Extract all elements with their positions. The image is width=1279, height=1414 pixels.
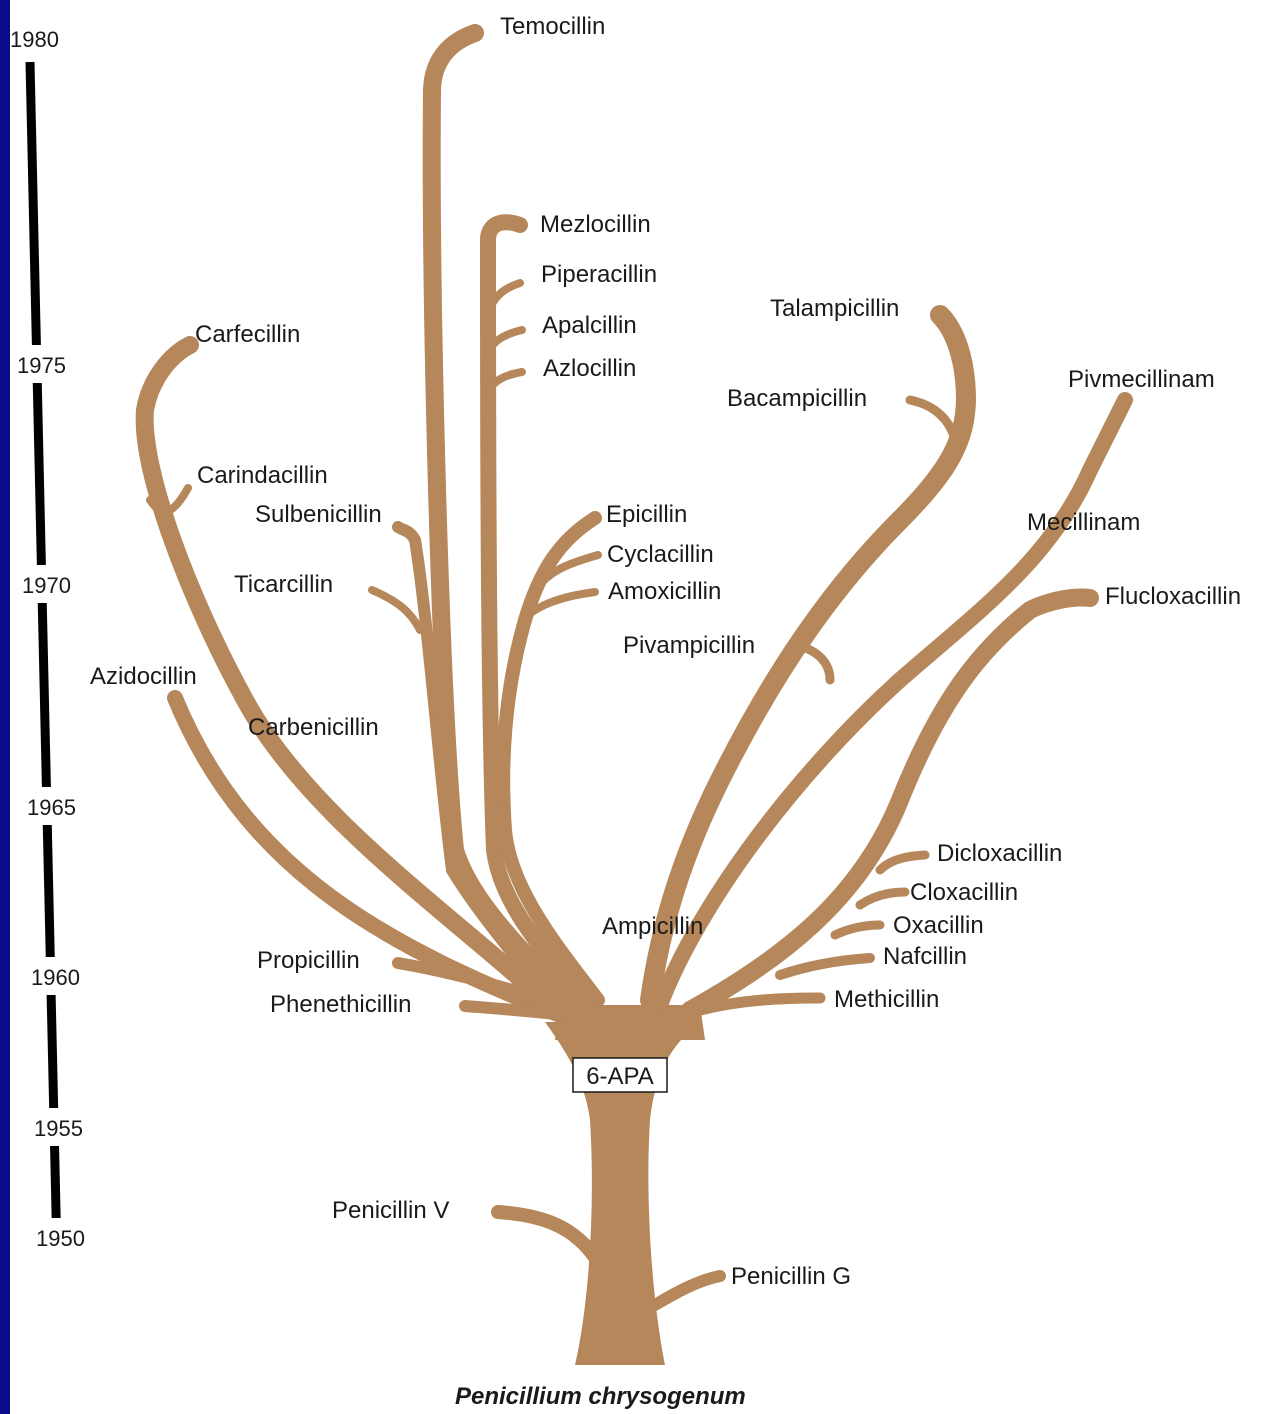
label-azidocillin: Azidocillin [90, 663, 197, 690]
branch-bacampicillin [910, 400, 955, 440]
label-epicillin: Epicillin [606, 501, 687, 528]
root-label: Penicillium chrysogenum [455, 1383, 746, 1410]
branch-cloxacillin [860, 892, 905, 905]
label-carindacillin: Carindacillin [197, 462, 328, 489]
label-mezlocillin: Mezlocillin [540, 211, 651, 238]
branch-penicillin-v [498, 1212, 598, 1262]
timeline: 1980 1975 1970 1965 1960 1955 1950 [10, 27, 85, 1256]
label-temocillin: Temocillin [500, 13, 605, 40]
label-ticarcillin: Ticarcillin [234, 571, 333, 598]
label-ampicillin: Ampicillin [602, 913, 703, 940]
branch-pivampicillin [795, 645, 830, 680]
branch-ticarcillin [372, 590, 420, 630]
label-methicillin: Methicillin [834, 986, 939, 1013]
label-talampicillin: Talampicillin [770, 295, 899, 322]
label-amoxicillin: Amoxicillin [608, 578, 721, 605]
year-label-1950: 1950 [36, 1226, 85, 1251]
year-label-1960: 1960 [31, 965, 80, 990]
label-azlocillin: Azlocillin [543, 355, 636, 382]
label-pivmecillinam: Pivmecillinam [1068, 366, 1215, 393]
label-mecillinam: Mecillinam [1027, 509, 1140, 536]
year-label-1965: 1965 [27, 795, 76, 820]
label-bacampicillin: Bacampicillin [727, 385, 867, 412]
year-label-1970: 1970 [22, 573, 71, 598]
branch-dicloxacillin [880, 855, 925, 870]
label-carbenicillin: Carbenicillin [248, 714, 379, 741]
label-dicloxacillin: Dicloxacillin [937, 840, 1062, 867]
label-apalcillin: Apalcillin [542, 312, 637, 339]
trunk-label: 6-APA [586, 1063, 654, 1090]
drug-labels: Temocillin Mezlocillin Piperacillin Apal… [90, 13, 1241, 1290]
label-penicillin-v: Penicillin V [332, 1197, 449, 1224]
year-label-1955: 1955 [34, 1116, 83, 1141]
label-phenethicillin: Phenethicillin [270, 991, 411, 1018]
timeline-bar [30, 62, 57, 1255]
label-flucloxacillin: Flucloxacillin [1105, 583, 1241, 610]
label-carfecillin: Carfecillin [195, 321, 300, 348]
branch-nafcillin [780, 958, 870, 975]
label-nafcillin: Nafcillin [883, 943, 967, 970]
label-cloxacillin: Cloxacillin [910, 879, 1018, 906]
label-sulbenicillin: Sulbenicillin [255, 501, 382, 528]
label-piperacillin: Piperacillin [541, 261, 657, 288]
label-penicillin-g: Penicillin G [731, 1263, 851, 1290]
label-pivampicillin: Pivampicillin [623, 632, 755, 659]
label-oxacillin: Oxacillin [893, 912, 984, 939]
branch-oxacillin [835, 925, 880, 935]
year-label-1975: 1975 [17, 353, 66, 378]
branch-penicillin-g [655, 1276, 720, 1305]
label-propicillin: Propicillin [257, 947, 360, 974]
year-label-1980: 1980 [10, 27, 59, 52]
label-cyclacillin: Cyclacillin [607, 541, 714, 568]
